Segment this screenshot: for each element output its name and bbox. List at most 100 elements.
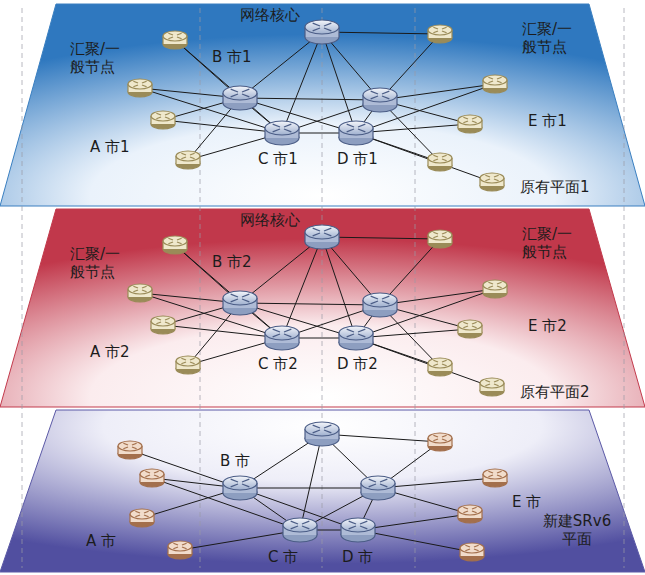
network-link	[240, 488, 358, 530]
network-link	[356, 133, 492, 182]
network-link	[140, 88, 282, 133]
network-link	[180, 530, 300, 550]
core-router-icon	[223, 86, 257, 110]
network-link	[356, 133, 440, 162]
network-link	[240, 488, 378, 489]
plane-guides	[22, 8, 624, 568]
network-link	[380, 239, 440, 305]
edge-router-icon	[458, 320, 482, 338]
network-link	[163, 120, 282, 133]
edge-router-icon	[140, 469, 164, 487]
network-link	[282, 338, 356, 339]
plane-label: E 市2	[528, 317, 567, 335]
network-link	[282, 133, 356, 134]
edge-router-icon	[428, 230, 452, 248]
network-link	[282, 237, 322, 338]
core-router-icon	[339, 326, 373, 350]
edge-router-icon	[458, 115, 482, 133]
network-link	[188, 338, 282, 365]
network-link	[356, 338, 492, 387]
plane-outline	[0, 4, 645, 206]
edge-router-icon	[483, 469, 507, 487]
network-link	[380, 84, 495, 100]
network-link	[380, 289, 495, 305]
core-router-icon	[361, 476, 395, 500]
network-link	[163, 325, 282, 338]
network-link	[322, 434, 440, 442]
edge-router-icon	[151, 316, 175, 334]
core-router-icon	[305, 422, 339, 446]
plane-label: 新建SRv6 平面	[538, 512, 616, 548]
plane-label: A 市2	[90, 343, 130, 361]
dashed-guide	[415, 8, 416, 568]
network-link	[380, 100, 470, 124]
dashed-guide	[322, 8, 323, 568]
plane-label: D 市1	[337, 150, 378, 168]
network-link	[356, 124, 470, 133]
plane-label: C 市	[268, 548, 298, 566]
network-link	[356, 289, 495, 338]
network-link	[380, 34, 440, 100]
network-link	[378, 478, 495, 488]
network-link	[163, 303, 240, 325]
plane-label: 原有平面2	[520, 383, 590, 401]
edge-router-icon	[428, 153, 452, 171]
network-link	[240, 98, 380, 100]
network-link	[356, 338, 440, 367]
network-link	[175, 40, 282, 133]
network-link	[240, 98, 356, 133]
plane-label: A 市1	[90, 138, 130, 156]
network-link	[322, 237, 380, 305]
network-link	[240, 237, 322, 303]
edge-router-icon	[128, 284, 152, 302]
edge-router-icon	[428, 433, 452, 451]
network-link	[378, 488, 470, 514]
plane-label: 汇聚/一般节点	[70, 245, 134, 281]
edge-router-icon	[128, 79, 152, 97]
plane-label: E 市1	[528, 112, 567, 130]
network-link	[240, 434, 322, 488]
network-link	[322, 32, 380, 100]
network-link	[152, 478, 240, 488]
edge-router-icon	[163, 31, 187, 49]
core-router-icon	[339, 121, 373, 145]
network-link	[140, 293, 240, 303]
network-plane: 汇聚/一般节点网络核心汇聚/一般节点B 市1E 市1A 市1C 市1D 市1原有…	[0, 4, 645, 206]
dashed-guide	[22, 8, 23, 568]
core-router-icon	[265, 121, 299, 145]
network-link	[300, 434, 322, 530]
network-link	[300, 488, 378, 530]
edge-router-icon	[176, 356, 200, 374]
network-link	[175, 245, 240, 303]
network-link	[140, 88, 240, 98]
edge-router-icon	[428, 358, 452, 376]
plane-label: A 市	[86, 532, 116, 550]
edge-router-icon	[460, 543, 484, 561]
plane-label: B 市	[220, 452, 250, 470]
plane-label: 网络核心	[240, 6, 300, 24]
network-link	[240, 98, 282, 133]
dashed-guide	[200, 8, 201, 568]
plane-network	[118, 422, 507, 561]
network-link	[358, 514, 470, 530]
plane-label: D 市	[342, 548, 373, 566]
network-link	[356, 305, 380, 338]
network-link	[240, 303, 282, 338]
dashed-guide	[624, 8, 625, 568]
plane-network	[128, 20, 507, 191]
core-router-icon	[265, 326, 299, 350]
network-link	[356, 329, 470, 338]
network-link	[322, 32, 440, 34]
plane-label: 汇聚/一般节点	[522, 20, 586, 56]
network-plane: 汇聚/一般节点网络核心汇聚/一般节点B 市2E 市2A 市2C 市2D 市2原有…	[0, 209, 645, 407]
network-link	[282, 32, 322, 133]
core-router-icon	[341, 518, 375, 542]
network-link	[380, 305, 470, 329]
network-link	[175, 40, 240, 98]
network-link	[322, 32, 356, 133]
edge-router-icon	[483, 280, 507, 298]
network-link	[240, 488, 300, 530]
core-router-icon	[305, 20, 339, 44]
